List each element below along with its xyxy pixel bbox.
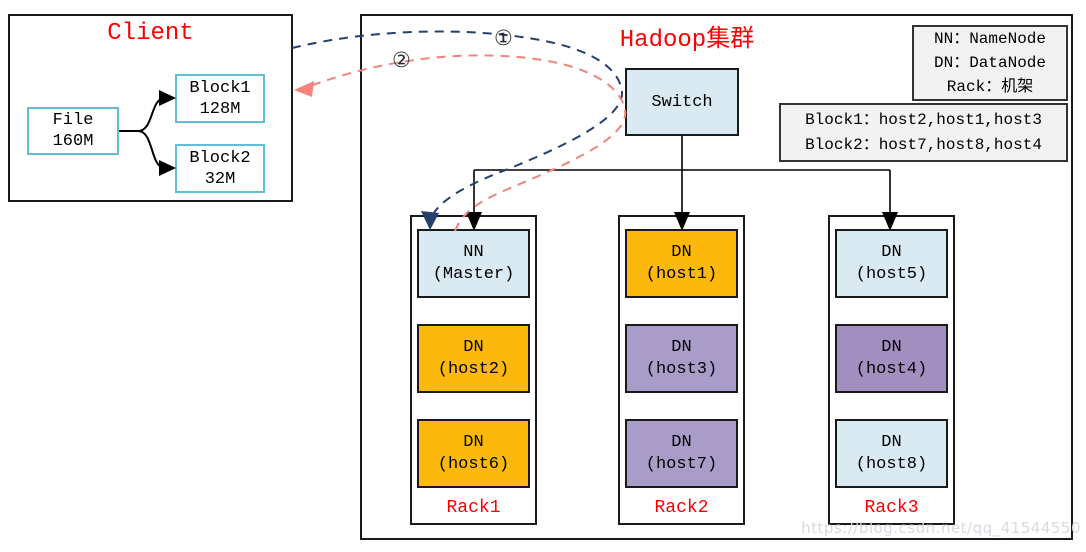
watermark: https://blog.csdn.net/qq_41544550 <box>801 519 1081 537</box>
legend-line-dn: DN：DataNode <box>933 54 1047 72</box>
block1-node: Block1 128M <box>175 74 265 123</box>
file-node: File 160M <box>27 107 119 155</box>
node-sublabel: (host3) <box>645 359 718 379</box>
block1-node-size: 128M <box>199 99 241 119</box>
block2-node-label: Block2 <box>189 148 251 168</box>
node-sublabel: (host1) <box>645 264 718 284</box>
node-dn-host8: DN (host8) <box>835 419 948 488</box>
switch-label: Switch <box>651 92 713 112</box>
node-sublabel: (host5) <box>855 264 928 284</box>
node-label: DN <box>881 432 902 452</box>
node-dn-host2: DN (host2) <box>417 324 530 393</box>
rack1-label: Rack1 <box>446 498 501 518</box>
file-node-size: 160M <box>52 132 94 151</box>
node-nn-master: NN (Master) <box>417 229 530 298</box>
rack3-label: Rack3 <box>864 498 919 518</box>
legend-block-placement: Block1：host2,host1,host3 Block2：host7,ho… <box>779 103 1068 162</box>
file-node-label: File <box>52 111 94 130</box>
node-dn-host5: DN (host5) <box>835 229 948 298</box>
client-title: Client <box>107 20 194 47</box>
legend-line-block2: Block2：host7,host8,host4 <box>805 135 1042 154</box>
step2-badge: ② <box>392 48 411 72</box>
rack3: DN (host5) DN (host4) DN (host8) Rack3 <box>828 215 955 525</box>
rack1: NN (Master) DN (host2) DN (host6) Rack1 <box>410 215 537 525</box>
node-label: NN <box>463 242 484 262</box>
legend-line-nn: NN：NameNode <box>933 30 1047 48</box>
node-label: DN <box>881 242 902 262</box>
node-sublabel: (host4) <box>855 359 928 379</box>
node-sublabel: (host2) <box>437 359 510 379</box>
legend-definitions: NN：NameNode DN：DataNode Rack：机架 <box>912 25 1068 101</box>
node-dn-host6: DN (host6) <box>417 419 530 488</box>
node-label: DN <box>671 432 692 452</box>
block2-node: Block2 32M <box>175 144 265 193</box>
node-label: DN <box>881 337 902 357</box>
node-sublabel: (host7) <box>645 454 718 474</box>
rack2-label: Rack2 <box>654 498 709 518</box>
node-label: DN <box>671 242 692 262</box>
node-dn-host3: DN (host3) <box>625 324 738 393</box>
arrowhead-step2 <box>294 81 314 97</box>
hadoop-cluster-title: Hadoop集群 <box>619 27 755 54</box>
node-sublabel: (host6) <box>437 454 510 474</box>
node-label: DN <box>671 337 692 357</box>
switch-node: Switch <box>625 68 739 136</box>
node-dn-host4: DN (host4) <box>835 324 948 393</box>
block2-node-size: 32M <box>204 169 236 189</box>
node-label: DN <box>463 432 484 452</box>
legend-line-block1: Block1：host2,host1,host3 <box>805 110 1042 129</box>
node-dn-host7: DN (host7) <box>625 419 738 488</box>
node-label: DN <box>463 337 484 357</box>
legend-line-rack: Rack：机架 <box>946 78 1034 96</box>
node-sublabel: (host8) <box>855 454 928 474</box>
step1-badge: ① <box>494 26 513 50</box>
node-sublabel: (Master) <box>432 264 515 284</box>
rack2: DN (host1) DN (host3) DN (host7) Rack2 <box>618 215 745 525</box>
node-dn-host1: DN (host1) <box>625 229 738 298</box>
block1-node-label: Block1 <box>189 78 251 98</box>
